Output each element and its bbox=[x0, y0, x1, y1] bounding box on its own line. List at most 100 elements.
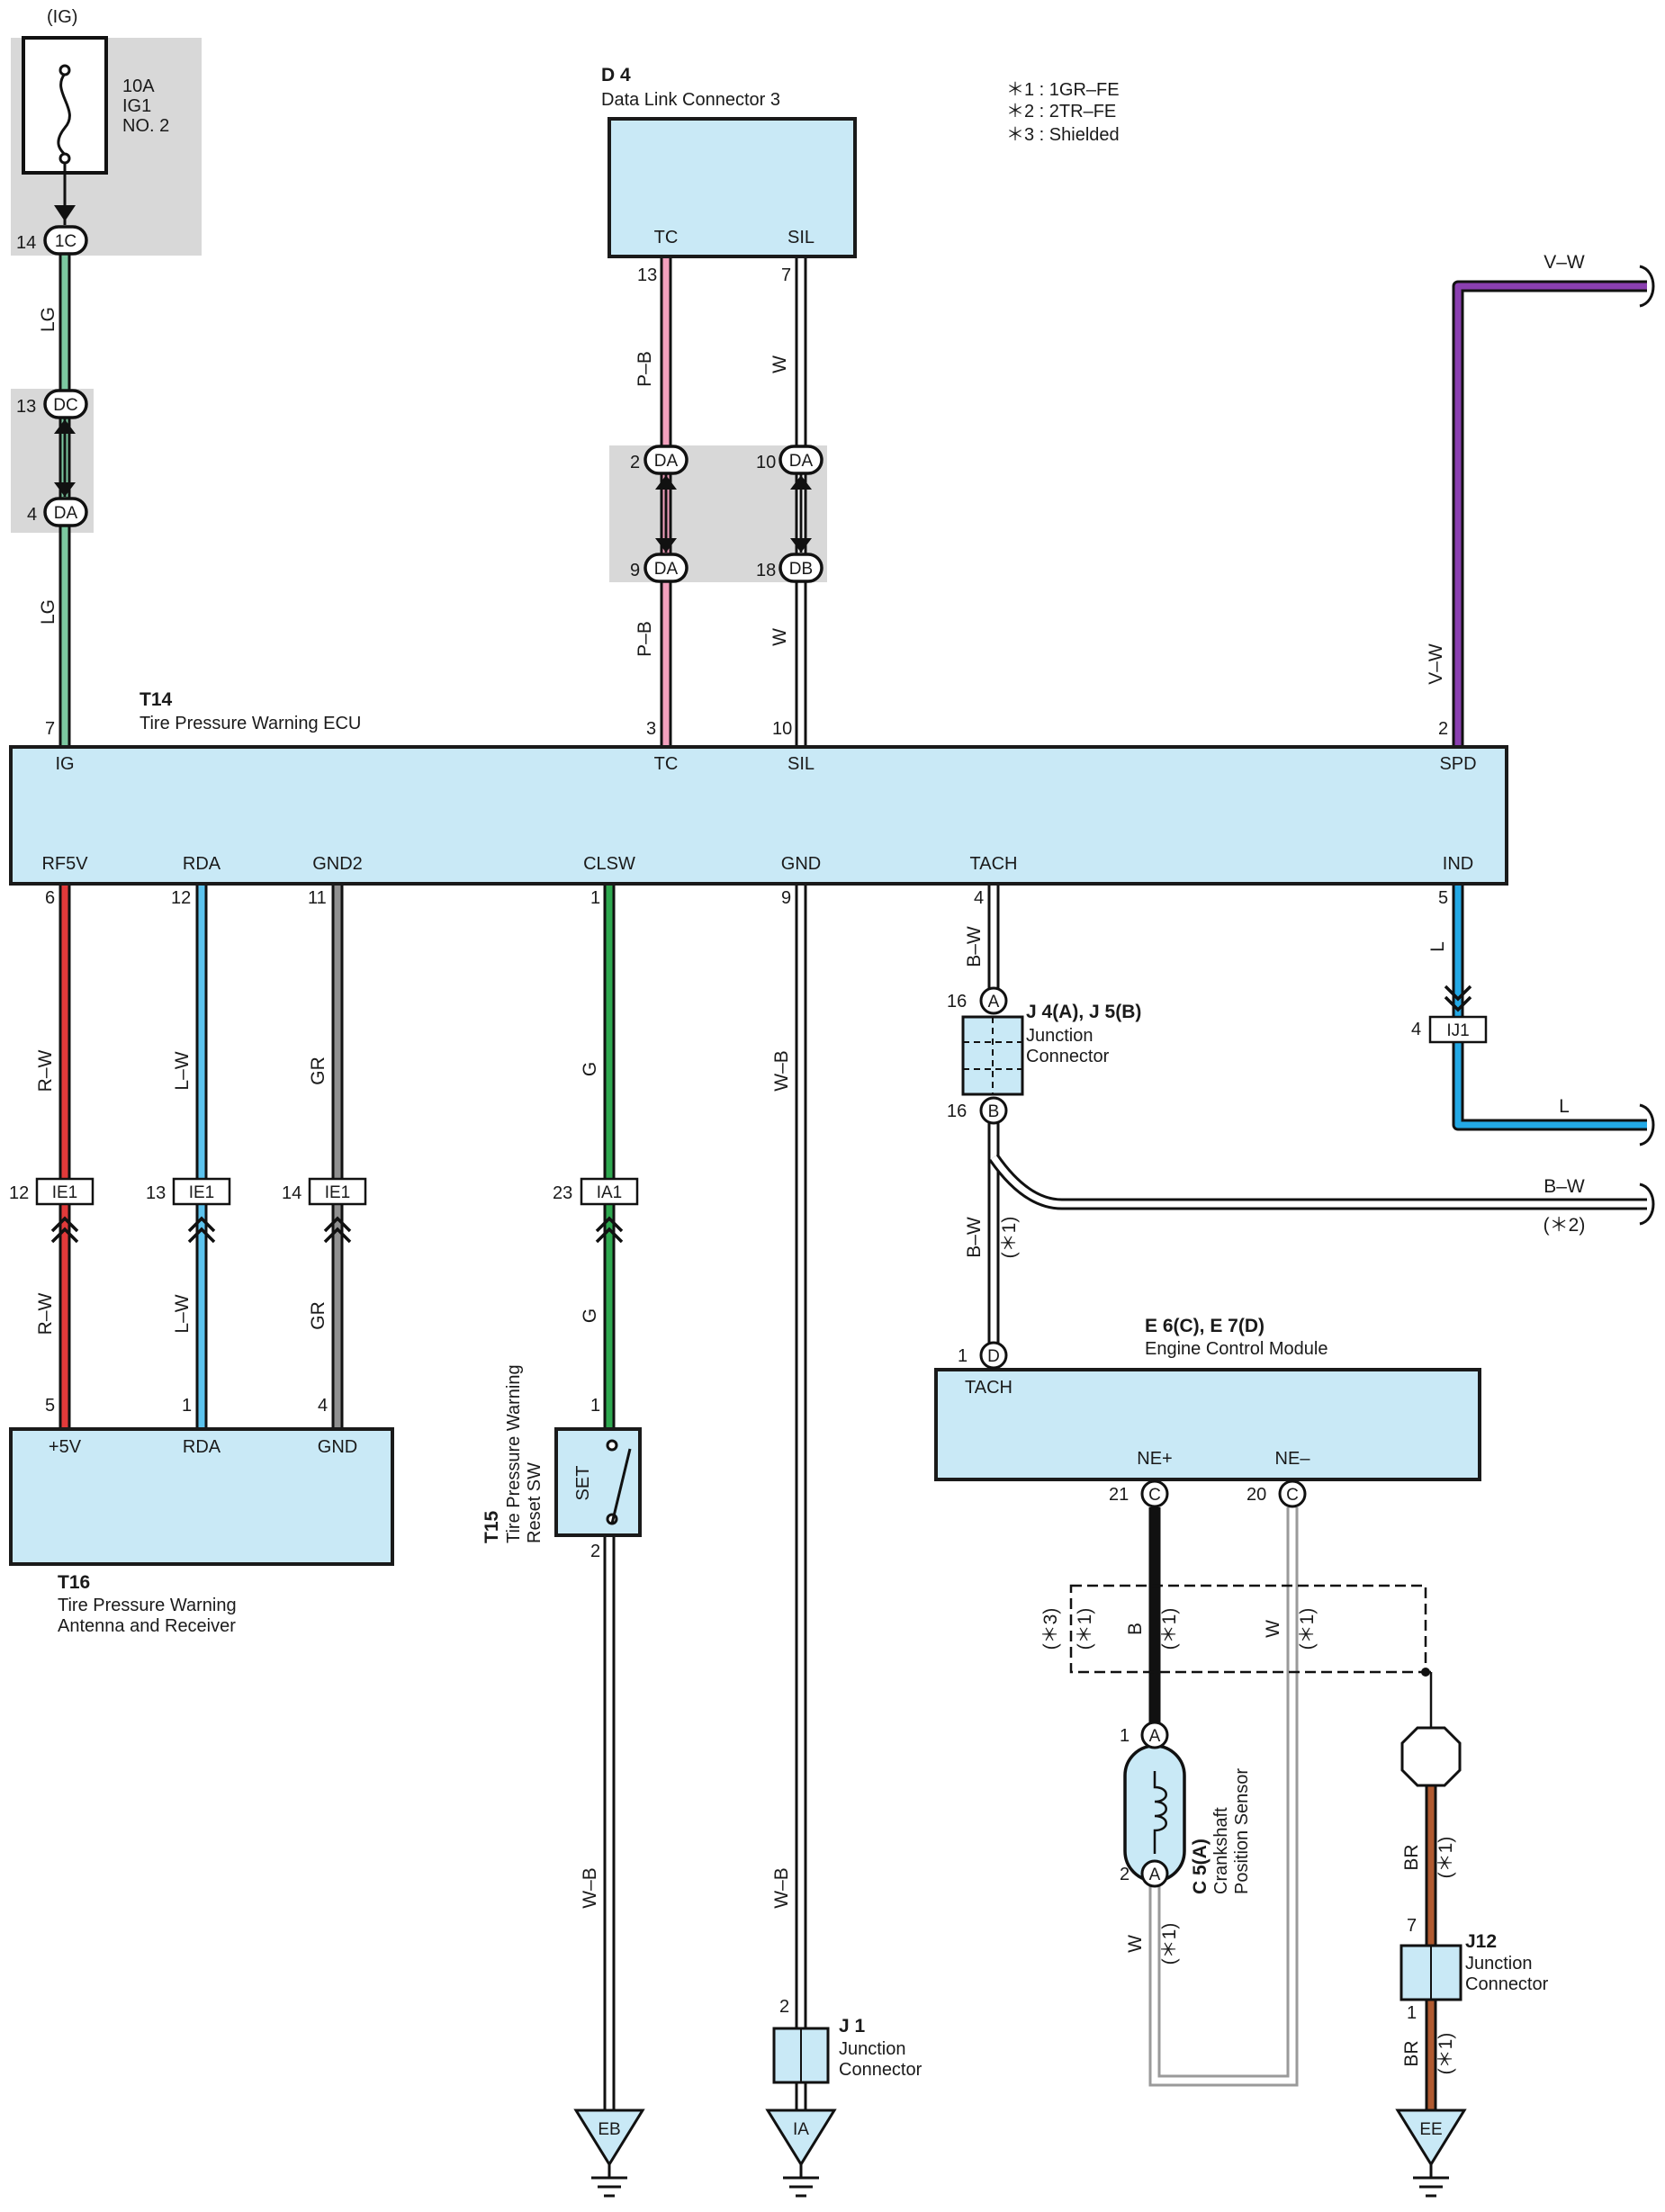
svg-text:GR: GR bbox=[308, 1301, 328, 1330]
svg-text:L: L bbox=[1427, 941, 1448, 952]
svg-text:13: 13 bbox=[637, 265, 657, 285]
shield-box bbox=[1069, 1584, 1427, 1674]
dlc-pin-tc: TC bbox=[654, 228, 679, 247]
svg-text:L–W: L–W bbox=[172, 1051, 193, 1090]
svg-text:W: W bbox=[770, 355, 790, 373]
svg-text:DB: DB bbox=[789, 560, 813, 579]
svg-text:A: A bbox=[988, 993, 1000, 1012]
svg-text:13: 13 bbox=[16, 397, 36, 417]
svg-text:2: 2 bbox=[1438, 719, 1448, 739]
ecm-pin-tach: TACH bbox=[965, 1378, 1012, 1398]
ecu-title: Tire Pressure Warning ECU bbox=[140, 714, 361, 733]
svg-text:IA: IA bbox=[793, 2120, 809, 2139]
svg-text:23: 23 bbox=[553, 1183, 572, 1203]
svg-text:21: 21 bbox=[1109, 1485, 1129, 1505]
svg-text:4: 4 bbox=[1411, 1020, 1421, 1039]
svg-text:(＊1): (＊1) bbox=[1075, 1608, 1095, 1650]
svg-text:10: 10 bbox=[756, 453, 776, 472]
wire-labels: LG LG P–B P–B W W V–W V–W R–W R–W L–W L–… bbox=[35, 252, 1585, 2074]
antenna-pin-5v: +5V bbox=[49, 1437, 82, 1457]
svg-text:3: 3 bbox=[646, 719, 656, 739]
dlc-pin-sil: SIL bbox=[788, 228, 814, 247]
svg-text:1: 1 bbox=[958, 1346, 968, 1366]
svg-text:W–B: W–B bbox=[580, 1867, 600, 1909]
legend-item-1: ＊1 : 1GR–FE bbox=[1006, 80, 1120, 100]
svg-text:L: L bbox=[1559, 1096, 1570, 1117]
break-mark-bw bbox=[1639, 1182, 1655, 1226]
tire-pressure-ecu: T14 Tire Pressure Warning ECU IG TC SIL … bbox=[9, 689, 1508, 886]
wire-w-nem bbox=[1148, 1507, 1299, 2087]
pin-circle-j4-a: A bbox=[979, 986, 1008, 1015]
connector-ij1: IJ1 bbox=[1428, 985, 1488, 1044]
break-mark-l bbox=[1639, 1103, 1655, 1146]
svg-text:2: 2 bbox=[1120, 1865, 1130, 1884]
svg-text:7: 7 bbox=[1407, 1916, 1417, 1936]
reset-sw-title-2: Reset SW bbox=[525, 1462, 544, 1543]
svg-text:W: W bbox=[1263, 1620, 1283, 1638]
ecu-pin-tc: TC bbox=[654, 754, 679, 774]
connector-ie1-gr: IE1 bbox=[308, 1177, 367, 1244]
legend-item-2: ＊2 : 2TR–FE bbox=[1006, 102, 1116, 121]
svg-text:V–W: V–W bbox=[1426, 643, 1446, 685]
svg-text:B: B bbox=[1125, 1623, 1146, 1635]
ecu-pin-rda: RDA bbox=[183, 854, 221, 874]
svg-text:(＊1): (＊1) bbox=[1159, 1923, 1180, 1965]
connector-db-w-bottom: DB bbox=[778, 553, 824, 583]
ecu-pin-tach: TACH bbox=[970, 854, 1018, 874]
svg-text:12: 12 bbox=[9, 1183, 29, 1203]
antenna-title-2: Antenna and Receiver bbox=[58, 1616, 236, 1636]
svg-text:W–B: W–B bbox=[771, 1050, 792, 1092]
svg-text:7: 7 bbox=[45, 719, 55, 739]
antenna-pin-rda: RDA bbox=[183, 1437, 221, 1457]
fuse-name-1: IG1 bbox=[122, 96, 151, 116]
connector-ia1: IA1 bbox=[580, 1177, 639, 1244]
engine-control-module: E 6(C), E 7(D) Engine Control Module TAC… bbox=[934, 1316, 1481, 1481]
j1-code: J 1 bbox=[839, 2016, 866, 2037]
reset-sw-code: T15 bbox=[482, 1510, 502, 1543]
connector-1c: 1C bbox=[43, 205, 88, 256]
svg-text:B–W: B–W bbox=[1544, 1176, 1585, 1197]
pin-circle-j5-b: B bbox=[979, 1096, 1008, 1125]
crank-title-2: Position Sensor bbox=[1232, 1768, 1252, 1894]
pin-circle-crank-a2: A bbox=[1140, 1859, 1169, 1888]
svg-text:(＊1): (＊1) bbox=[1436, 1837, 1456, 1879]
svg-text:18: 18 bbox=[756, 561, 776, 580]
svg-text:6: 6 bbox=[45, 888, 55, 908]
svg-text:1: 1 bbox=[182, 1396, 192, 1416]
pin-circle-ecm-d: D bbox=[979, 1341, 1008, 1370]
svg-text:(＊1): (＊1) bbox=[999, 1217, 1020, 1259]
svg-text:2: 2 bbox=[630, 453, 640, 472]
svg-text:IE1: IE1 bbox=[325, 1183, 351, 1202]
svg-text:B–W: B–W bbox=[964, 926, 985, 967]
ground-ia: IA bbox=[765, 2109, 837, 2198]
j4j5-title-1: Junction bbox=[1026, 1026, 1094, 1046]
j12-title-2: Connector bbox=[1465, 1974, 1549, 1994]
crank-code: C 5(A) bbox=[1190, 1839, 1210, 1894]
svg-text:1: 1 bbox=[590, 888, 600, 908]
svg-text:B–W: B–W bbox=[964, 1217, 985, 1258]
reset-sw-title-1: Tire Pressure Warning bbox=[504, 1364, 524, 1543]
svg-text:R–W: R–W bbox=[35, 1049, 56, 1092]
svg-text:EE: EE bbox=[1419, 2120, 1442, 2139]
svg-text:DA: DA bbox=[654, 452, 679, 471]
junction-j12: J12 Junction Connector bbox=[1400, 1931, 1549, 2001]
antenna-pin-gnd: GND bbox=[318, 1437, 357, 1457]
svg-text:L–W: L–W bbox=[172, 1294, 193, 1333]
svg-text:DC: DC bbox=[53, 396, 77, 415]
j4j5-title-2: Connector bbox=[1026, 1047, 1110, 1066]
ecu-pin-gnd2: GND2 bbox=[312, 854, 363, 874]
connector-ie1-lw: IE1 bbox=[172, 1177, 231, 1244]
svg-text:5: 5 bbox=[1438, 888, 1448, 908]
crank-title-1: Crankshaft bbox=[1211, 1807, 1231, 1894]
ecm-pin-nep: NE+ bbox=[1137, 1449, 1172, 1469]
wire-l-ind bbox=[1452, 884, 1647, 1131]
connector-da-pb-top: DA bbox=[644, 445, 688, 553]
j12-title-1: Junction bbox=[1465, 1954, 1533, 1974]
svg-text:1C: 1C bbox=[55, 232, 76, 251]
svg-text:IJ1: IJ1 bbox=[1446, 1021, 1469, 1040]
junction-j1: J 1 Junction Connector bbox=[772, 2016, 922, 2084]
svg-text:G: G bbox=[580, 1308, 600, 1323]
svg-text:P–B: P–B bbox=[634, 621, 655, 657]
svg-text:4: 4 bbox=[27, 505, 37, 525]
